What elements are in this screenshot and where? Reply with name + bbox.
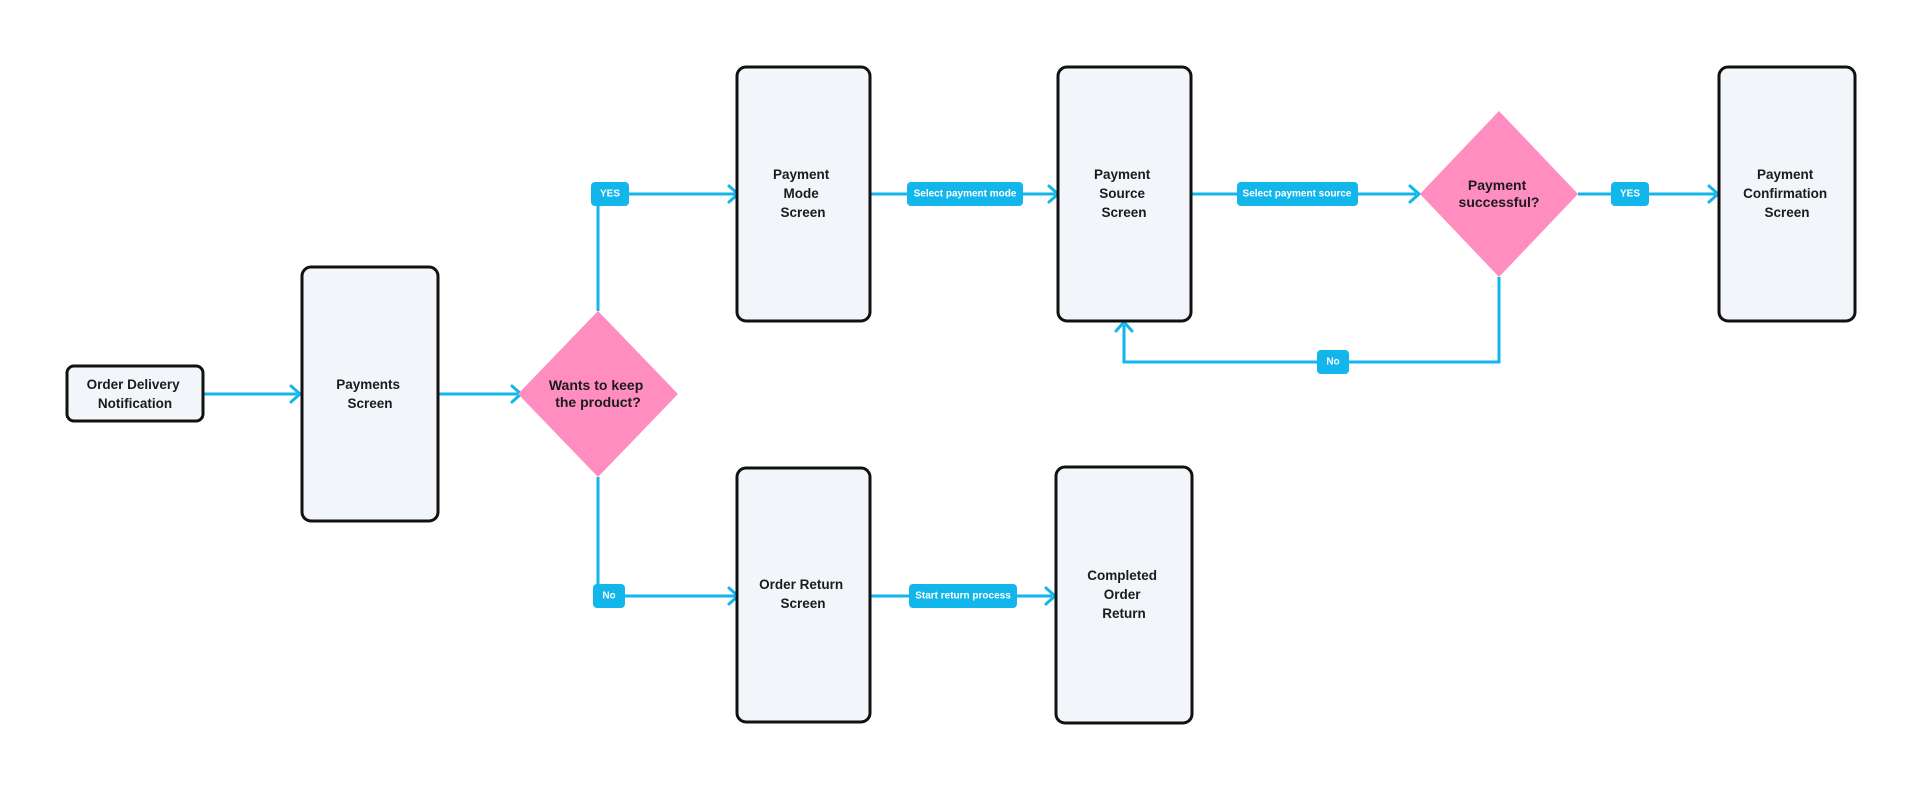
svg-text:Payment successful?: Payment successful? — [1459, 177, 1540, 210]
svg-text:Payments Screen: Payments Screen — [336, 377, 404, 411]
svg-text:Select payment mode: Select payment mode — [914, 189, 1017, 200]
decision-label-line: Payment — [1468, 177, 1527, 193]
edge-success-no-to-source — [1122, 277, 1501, 364]
node-order-return-screen[interactable]: Order Return Screen — [735, 466, 872, 724]
svg-text:No: No — [602, 591, 615, 602]
node-label-line: Screen — [780, 596, 825, 611]
node-label-line: Order Delivery — [87, 377, 181, 392]
node-label-line: Completed — [1087, 568, 1157, 583]
edge-label-success-yes: YES — [1611, 182, 1649, 206]
edge-label-keep-yes: YES — [591, 182, 629, 206]
decision-payment-successful[interactable]: Payment successful? — [1420, 111, 1578, 277]
svg-text:YES: YES — [1620, 189, 1640, 200]
node-payment-source-screen[interactable]: Payment Source Screen — [1056, 65, 1193, 323]
svg-text:Payment Confirmation: Payment Confirmation Screen — [1743, 167, 1831, 220]
svg-text:Select payment source: Select payment source — [1243, 189, 1352, 200]
svg-text:Order Delivery Notificat: Order Delivery Notification — [87, 377, 184, 411]
svg-text:Wants to keep the produc: Wants to keep the product? — [549, 377, 647, 410]
node-label-line: Mode — [783, 186, 819, 201]
decision-wants-to-keep-product[interactable]: Wants to keep the product? — [518, 311, 678, 477]
decision-label-line: Wants to keep — [549, 377, 643, 393]
node-label-line: Source — [1099, 186, 1145, 201]
arrow-head — [1408, 184, 1421, 204]
edge-label-select-payment-source: Select payment source — [1237, 182, 1358, 206]
svg-text:Order Return Screen: Order Return Screen — [759, 577, 847, 611]
decision-label-line: successful? — [1459, 194, 1540, 210]
edge-label-select-payment-mode: Select payment mode — [907, 182, 1023, 206]
edge-keep-yes-to-payment-mode — [596, 192, 735, 311]
decision-label-line: the product? — [555, 394, 641, 410]
edge-label-success-no: No — [1317, 350, 1349, 374]
node-label-line: Payment — [1757, 167, 1814, 182]
node-label-line: Confirmation — [1743, 186, 1827, 201]
node-label-line: Payments — [336, 377, 400, 392]
edge-label-keep-no: No — [593, 584, 625, 608]
edge-keep-no-to-order-return — [596, 477, 735, 598]
node-label-line: Screen — [780, 205, 825, 220]
node-order-delivery-notification[interactable]: Order Delivery Notification — [65, 364, 205, 423]
svg-text:Payment Mode Scree: Payment Mode Screen — [773, 167, 833, 220]
node-label-line: Notification — [98, 396, 172, 411]
node-label-line: Screen — [347, 396, 392, 411]
svg-text:Payment Source Scr: Payment Source Screen — [1094, 167, 1154, 220]
node-payment-confirmation-screen[interactable]: Payment Confirmation Screen — [1717, 65, 1857, 323]
node-label-line: Order Return — [759, 577, 843, 592]
node-label-line: Screen — [1101, 205, 1146, 220]
svg-text:No: No — [1326, 357, 1339, 368]
node-payments-screen[interactable]: Payments Screen — [300, 265, 440, 523]
node-completed-order-return[interactable]: Completed Order Return — [1054, 465, 1194, 725]
node-label-line: Order — [1104, 587, 1142, 602]
node-payment-mode-screen[interactable]: Payment Mode Screen — [735, 65, 872, 323]
edge-label-start-return-process: Start return process — [909, 584, 1017, 608]
svg-text:YES: YES — [600, 189, 620, 200]
node-label-line: Payment — [1094, 167, 1151, 182]
arrow-head — [289, 384, 302, 404]
node-label-line: Return — [1102, 606, 1146, 621]
svg-text:Start return process: Start return process — [915, 591, 1011, 602]
svg-text:Completed Order Re: Completed Order Return — [1087, 568, 1161, 621]
node-label-line: Payment — [773, 167, 830, 182]
node-label-line: Screen — [1764, 205, 1809, 220]
